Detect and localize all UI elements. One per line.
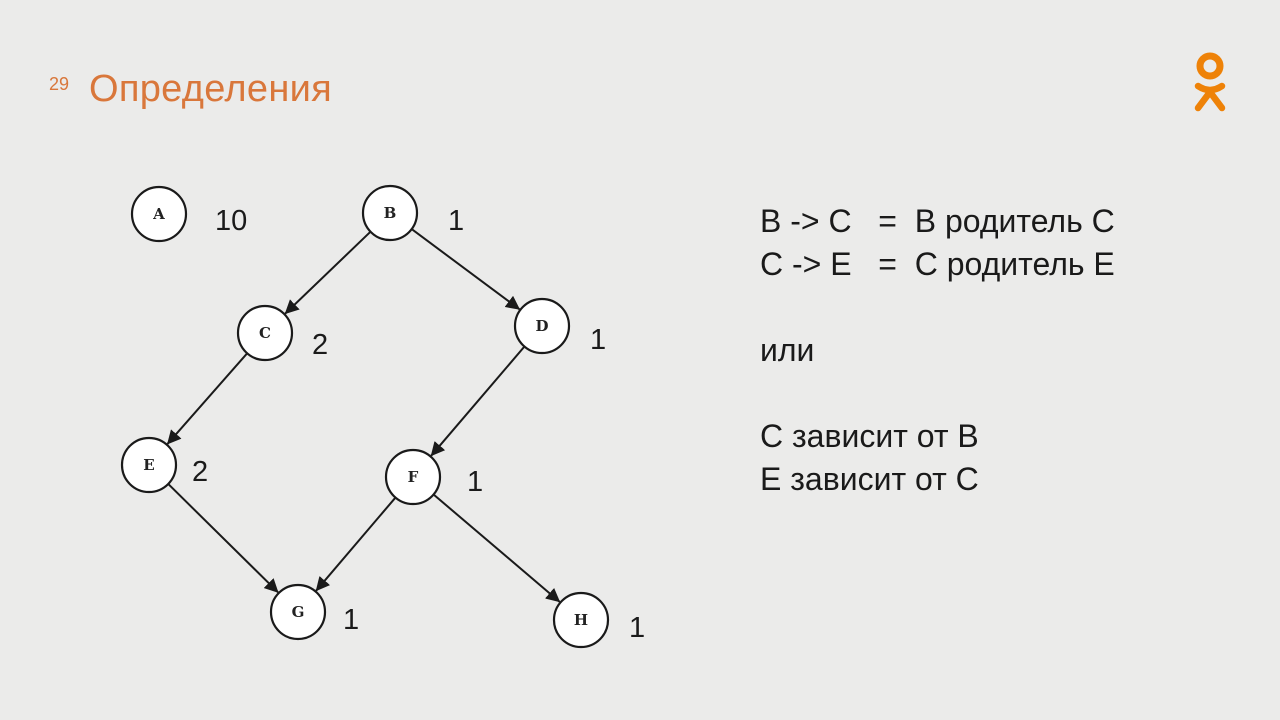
definitions-panel: B -> C = B родитель C C -> E = C родител… bbox=[760, 200, 1115, 501]
node-weight: 1 bbox=[343, 604, 359, 636]
edge-e-g bbox=[167, 483, 279, 594]
node-a: A 10 bbox=[130, 185, 247, 243]
node-weight: 1 bbox=[467, 466, 483, 498]
node-circle bbox=[384, 448, 442, 506]
graph-edges bbox=[166, 228, 561, 603]
node-label: B bbox=[384, 204, 397, 222]
node-label: G bbox=[292, 603, 305, 621]
slide-number: 29 bbox=[49, 74, 70, 94]
node-label: A bbox=[152, 205, 165, 223]
node-circle bbox=[513, 297, 571, 355]
node-weight: 2 bbox=[192, 456, 208, 488]
edge-d-f bbox=[430, 345, 526, 457]
edge-b-d bbox=[411, 228, 521, 311]
node-label: E bbox=[143, 456, 154, 474]
node-label: F bbox=[408, 468, 419, 486]
node-weight: 1 bbox=[448, 205, 464, 237]
definition-b-parent-c: B -> C = B родитель C bbox=[760, 203, 1115, 239]
spacer bbox=[760, 372, 1115, 415]
spacer bbox=[760, 286, 1115, 329]
edge-f-g bbox=[315, 496, 397, 592]
edge-f-h bbox=[432, 493, 561, 603]
definition-c-depends-b: C зависит от B bbox=[760, 418, 979, 454]
node-label: H bbox=[574, 611, 588, 629]
node-weight: 2 bbox=[312, 329, 328, 361]
node-circle bbox=[236, 304, 294, 362]
node-circle bbox=[120, 436, 178, 494]
node-label: C bbox=[259, 324, 271, 342]
or-label: или bbox=[760, 332, 815, 368]
node-weight: 10 bbox=[215, 205, 247, 237]
node-circle bbox=[269, 583, 327, 641]
node-weight: 1 bbox=[629, 612, 645, 644]
node-circle bbox=[130, 185, 188, 243]
node-label: D bbox=[535, 317, 548, 335]
node-circle bbox=[361, 184, 419, 242]
definition-e-depends-c: E зависит от C bbox=[760, 461, 979, 497]
slide-title: Определения bbox=[89, 68, 333, 110]
edge-b-c bbox=[284, 230, 372, 315]
node-weight: 1 bbox=[590, 324, 606, 356]
odnoklassniki-logo-icon bbox=[1194, 52, 1226, 112]
node-circle bbox=[552, 591, 610, 649]
edge-c-e bbox=[166, 352, 248, 445]
definition-c-parent-e: C -> E = C родитель E bbox=[760, 246, 1115, 282]
